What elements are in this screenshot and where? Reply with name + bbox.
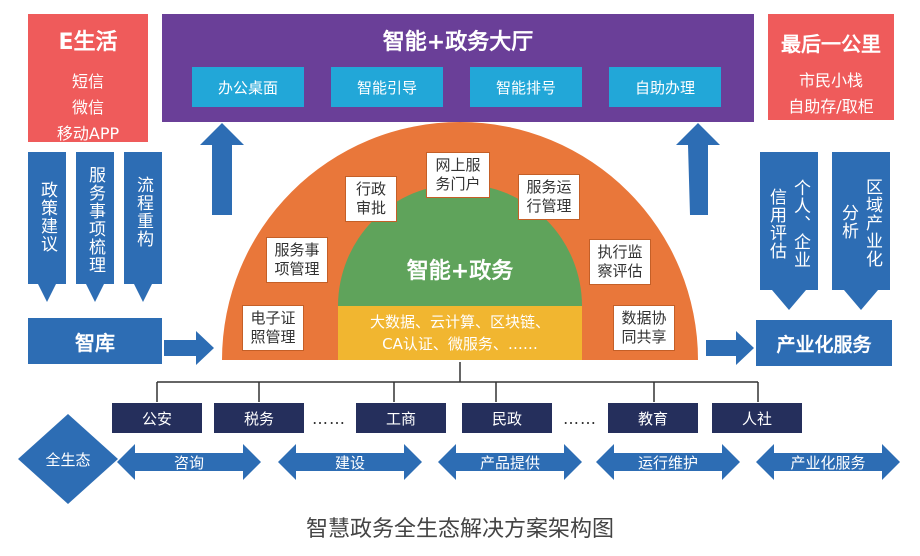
gold-band	[338, 306, 582, 360]
arch-box-admin-approval[interactable]: 行政 审批	[345, 176, 397, 222]
right-column-credit-line2: 个人、企业	[790, 179, 810, 269]
arch-box-service-ops-line2: 行管理	[526, 197, 572, 215]
arch-box-service-items-line1: 服务事	[274, 241, 320, 259]
arch-box-data-sharing[interactable]: 数据协 同共享	[613, 305, 675, 351]
e-life-line-app: 移动APP	[56, 124, 120, 143]
left-column-service-items-label: 服务事项梳理	[85, 166, 105, 274]
tech-line-1: 大数据、云计算、区块链、	[369, 312, 550, 331]
left-column-process-label: 流程重构	[133, 176, 153, 248]
right-column-regional: 分析 区域产业化	[832, 152, 890, 310]
bottom-arrow-operation-label: 运行维护	[637, 453, 698, 472]
arch-box-supervision-line2: 察评估	[597, 262, 643, 280]
arch-box-online-portal-line1: 网上服	[435, 156, 481, 174]
left-column-policy: 政策建议	[28, 152, 66, 302]
connector-lines	[156, 362, 759, 402]
ecosystem-diamond	[18, 414, 118, 504]
e-life-line-wechat: 微信	[71, 98, 104, 117]
dept-ellipsis-1: ……	[312, 408, 346, 428]
arch-box-supervision[interactable]: 执行监 察评估	[589, 239, 651, 285]
arch-box-online-portal-line2: 务门户	[435, 175, 481, 193]
last-mile-box: 最后一公里 市民小栈 自助存/取柜	[768, 14, 894, 120]
arch-box-data-sharing-line2: 同共享	[621, 328, 667, 346]
right-arrow-left-to-arch	[164, 331, 214, 365]
dept-education[interactable]: 教育	[608, 403, 698, 433]
dept-tax[interactable]: 税务	[214, 403, 304, 433]
double-arrow-build	[278, 444, 422, 480]
double-arrow-industrial	[756, 444, 900, 480]
arch-box-data-sharing-line1: 数据协	[621, 309, 667, 327]
arch-box-e-license-line2: 照管理	[250, 328, 296, 346]
arch-box-admin-approval-line1: 行政	[355, 180, 386, 198]
down-arrow-shape	[124, 152, 162, 302]
smart-hall-title: 智能+政务大厅	[382, 30, 534, 55]
arch-center-title: 智能+政务	[406, 259, 514, 284]
bottom-arrow-product-label: 产品提供	[479, 453, 540, 472]
double-arrow-consult	[117, 444, 261, 480]
e-life-line-sms: 短信	[71, 72, 104, 91]
up-arrow-right	[676, 123, 720, 215]
hall-tab-smart-queue[interactable]: 智能排号	[470, 67, 582, 107]
right-column-credit: 信用评估 个人、企业	[760, 152, 818, 310]
right-column-regional-line1: 分析	[838, 204, 858, 240]
bottom-arrow-industrial-label: 产业化服务	[790, 453, 866, 472]
arch-box-e-license-line1: 电子证	[250, 309, 296, 327]
down-arrow-shape	[28, 152, 66, 302]
arch-box-admin-approval-line2: 审批	[355, 199, 386, 217]
arch-box-service-items[interactable]: 服务事 项管理	[266, 237, 328, 283]
right-arrow-arch-to-right	[706, 331, 754, 365]
double-arrow-product	[438, 444, 582, 480]
left-column-policy-label: 政策建议	[37, 181, 57, 253]
dept-hr-social[interactable]: 人社	[712, 403, 802, 433]
left-column-process: 流程重构	[124, 152, 162, 302]
hall-tab-smart-guide[interactable]: 智能引导	[331, 67, 443, 107]
hall-tab-office-desktop[interactable]: 办公桌面	[192, 67, 304, 107]
last-mile-title: 最后一公里	[781, 32, 881, 56]
right-column-credit-line1: 信用评估	[766, 188, 786, 260]
dept-civil-affairs[interactable]: 民政	[462, 403, 552, 433]
left-column-service-items: 服务事项梳理	[76, 152, 114, 302]
last-mile-line-locker: 自助存/取柜	[788, 97, 874, 116]
dept-public-security[interactable]: 公安	[112, 403, 202, 433]
arch-box-service-items-line2: 项管理	[274, 260, 320, 278]
arch-box-online-portal[interactable]: 网上服 务门户	[426, 152, 490, 198]
e-life-title: E生活	[58, 30, 118, 55]
dept-commerce[interactable]: 工商	[356, 403, 446, 433]
diagram-caption: 智慧政务全生态解决方案架构图	[305, 517, 614, 542]
bottom-arrow-consult-label: 咨询	[173, 453, 204, 472]
down-arrow-shape	[760, 152, 818, 310]
arch-box-service-ops[interactable]: 服务运 行管理	[518, 174, 580, 220]
down-arrow-shape	[832, 152, 890, 310]
tech-line-2: CA认证、微服务、……	[382, 334, 538, 353]
ecosystem-label: 全生态	[45, 450, 91, 469]
e-life-box: E生活 短信 微信 移动APP	[28, 14, 148, 143]
dept-ellipsis-2: ……	[563, 408, 597, 428]
arch-box-service-ops-line1: 服务运	[526, 178, 572, 196]
bottom-arrow-build-label: 建设	[334, 453, 365, 472]
up-arrow-left	[200, 123, 244, 215]
think-tank-box: 智库	[28, 318, 162, 364]
arch-box-e-license[interactable]: 电子证 照管理	[242, 305, 304, 351]
hall-tab-self-service[interactable]: 自助办理	[609, 67, 721, 107]
down-arrow-shape	[76, 152, 114, 302]
last-mile-line-station: 市民小栈	[798, 71, 863, 90]
arch-box-supervision-line1: 执行监	[597, 243, 643, 261]
industrial-service-box: 产业化服务	[756, 320, 892, 366]
right-column-regional-line2: 区域产业化	[862, 178, 882, 268]
double-arrow-operation	[596, 444, 740, 480]
